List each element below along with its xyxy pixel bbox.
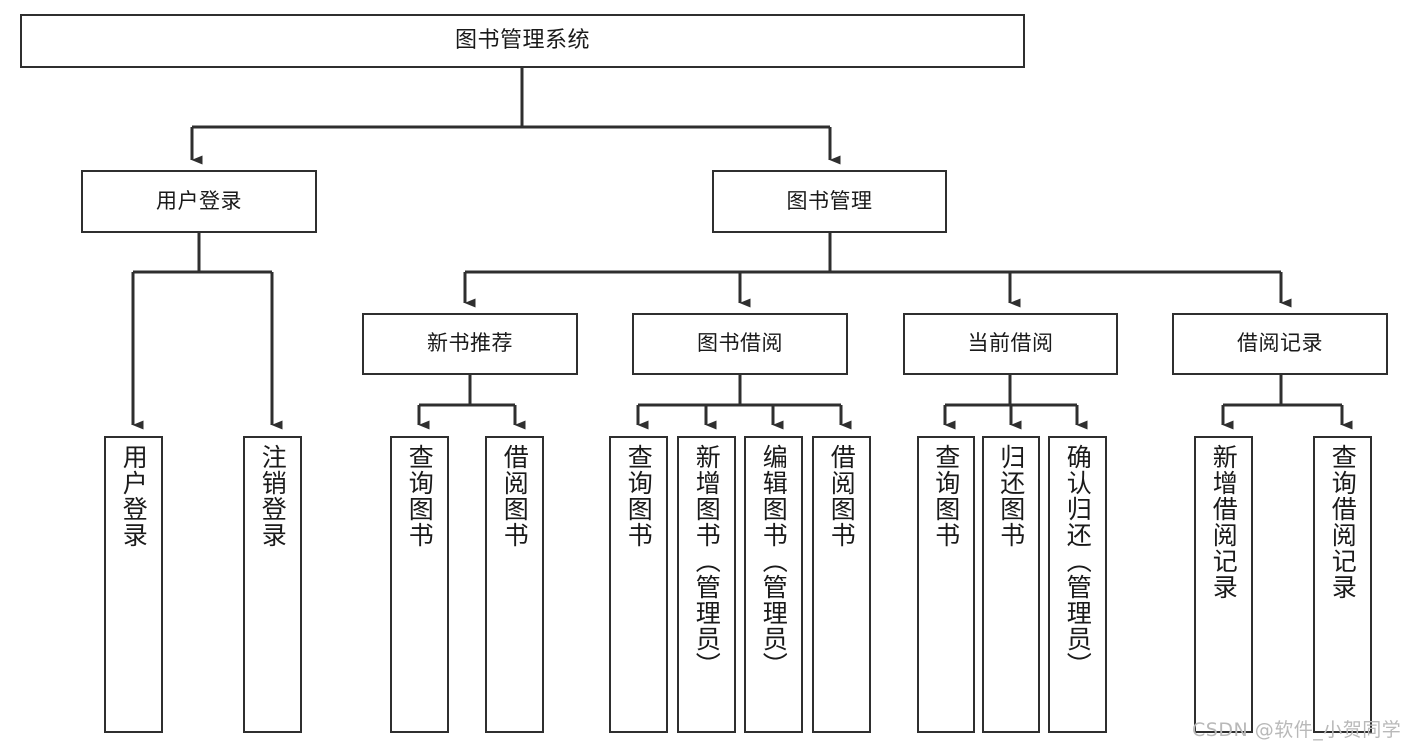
node-leaf-user-login[interactable]: 用户登录 — [104, 436, 163, 733]
node-current-borrow-label: 当前借阅 — [967, 331, 1054, 356]
node-borrow-record[interactable]: 借阅记录 — [1172, 313, 1388, 375]
node-leaf-return-book[interactable]: 归还图书 — [982, 436, 1040, 733]
node-leaf-logout-label: 注销登录 — [258, 444, 288, 548]
node-root[interactable]: 图书管理系统 — [20, 14, 1025, 68]
node-leaf-query-book-2-label: 查询图书 — [624, 444, 654, 548]
node-user-login[interactable]: 用户登录 — [81, 170, 317, 233]
node-root-label: 图书管理系统 — [454, 27, 590, 53]
node-borrow-record-label: 借阅记录 — [1237, 331, 1323, 356]
node-book-borrow-label: 图书借阅 — [697, 331, 783, 356]
node-user-login-label: 用户登录 — [156, 188, 242, 213]
node-new-book-recommend-label: 新书推荐 — [427, 331, 513, 356]
node-leaf-add-book[interactable]: 新增图书（管理员） — [677, 436, 736, 733]
node-leaf-borrow-book-2-label: 借阅图书 — [827, 444, 857, 548]
node-leaf-query-book-3[interactable]: 查询图书 — [917, 436, 975, 733]
node-leaf-borrow-book-1-label: 借阅图书 — [500, 444, 530, 548]
node-leaf-confirm-return[interactable]: 确认归还（管理员） — [1048, 436, 1107, 733]
node-leaf-query-book-3-label: 查询图书 — [931, 444, 961, 548]
node-leaf-add-record[interactable]: 新增借阅记录 — [1194, 436, 1253, 733]
node-leaf-query-record-label: 查询借阅记录 — [1328, 444, 1358, 600]
node-leaf-query-book-1-label: 查询图书 — [405, 444, 435, 548]
node-current-borrow[interactable]: 当前借阅 — [903, 313, 1118, 375]
node-book-management[interactable]: 图书管理 — [712, 170, 947, 233]
node-leaf-return-book-label: 归还图书 — [996, 444, 1026, 548]
node-leaf-user-login-label: 用户登录 — [119, 444, 149, 548]
node-leaf-add-book-label: 新增图书（管理员） — [692, 444, 722, 678]
node-leaf-borrow-book-1[interactable]: 借阅图书 — [485, 436, 544, 733]
node-leaf-query-book-1[interactable]: 查询图书 — [390, 436, 449, 733]
node-leaf-logout[interactable]: 注销登录 — [243, 436, 302, 733]
watermark-text: CSDN @软件_小贺同学 — [1192, 719, 1402, 741]
node-book-management-label: 图书管理 — [786, 188, 873, 213]
node-leaf-query-record[interactable]: 查询借阅记录 — [1313, 436, 1372, 733]
node-book-borrow[interactable]: 图书借阅 — [632, 313, 848, 375]
node-leaf-confirm-return-label: 确认归还（管理员） — [1063, 444, 1093, 678]
node-leaf-query-book-2[interactable]: 查询图书 — [609, 436, 668, 733]
node-leaf-edit-book[interactable]: 编辑图书（管理员） — [744, 436, 803, 733]
node-leaf-edit-book-label: 编辑图书（管理员） — [759, 444, 789, 678]
node-new-book-recommend[interactable]: 新书推荐 — [362, 313, 578, 375]
node-leaf-borrow-book-2[interactable]: 借阅图书 — [812, 436, 871, 733]
node-leaf-add-record-label: 新增借阅记录 — [1209, 444, 1239, 600]
